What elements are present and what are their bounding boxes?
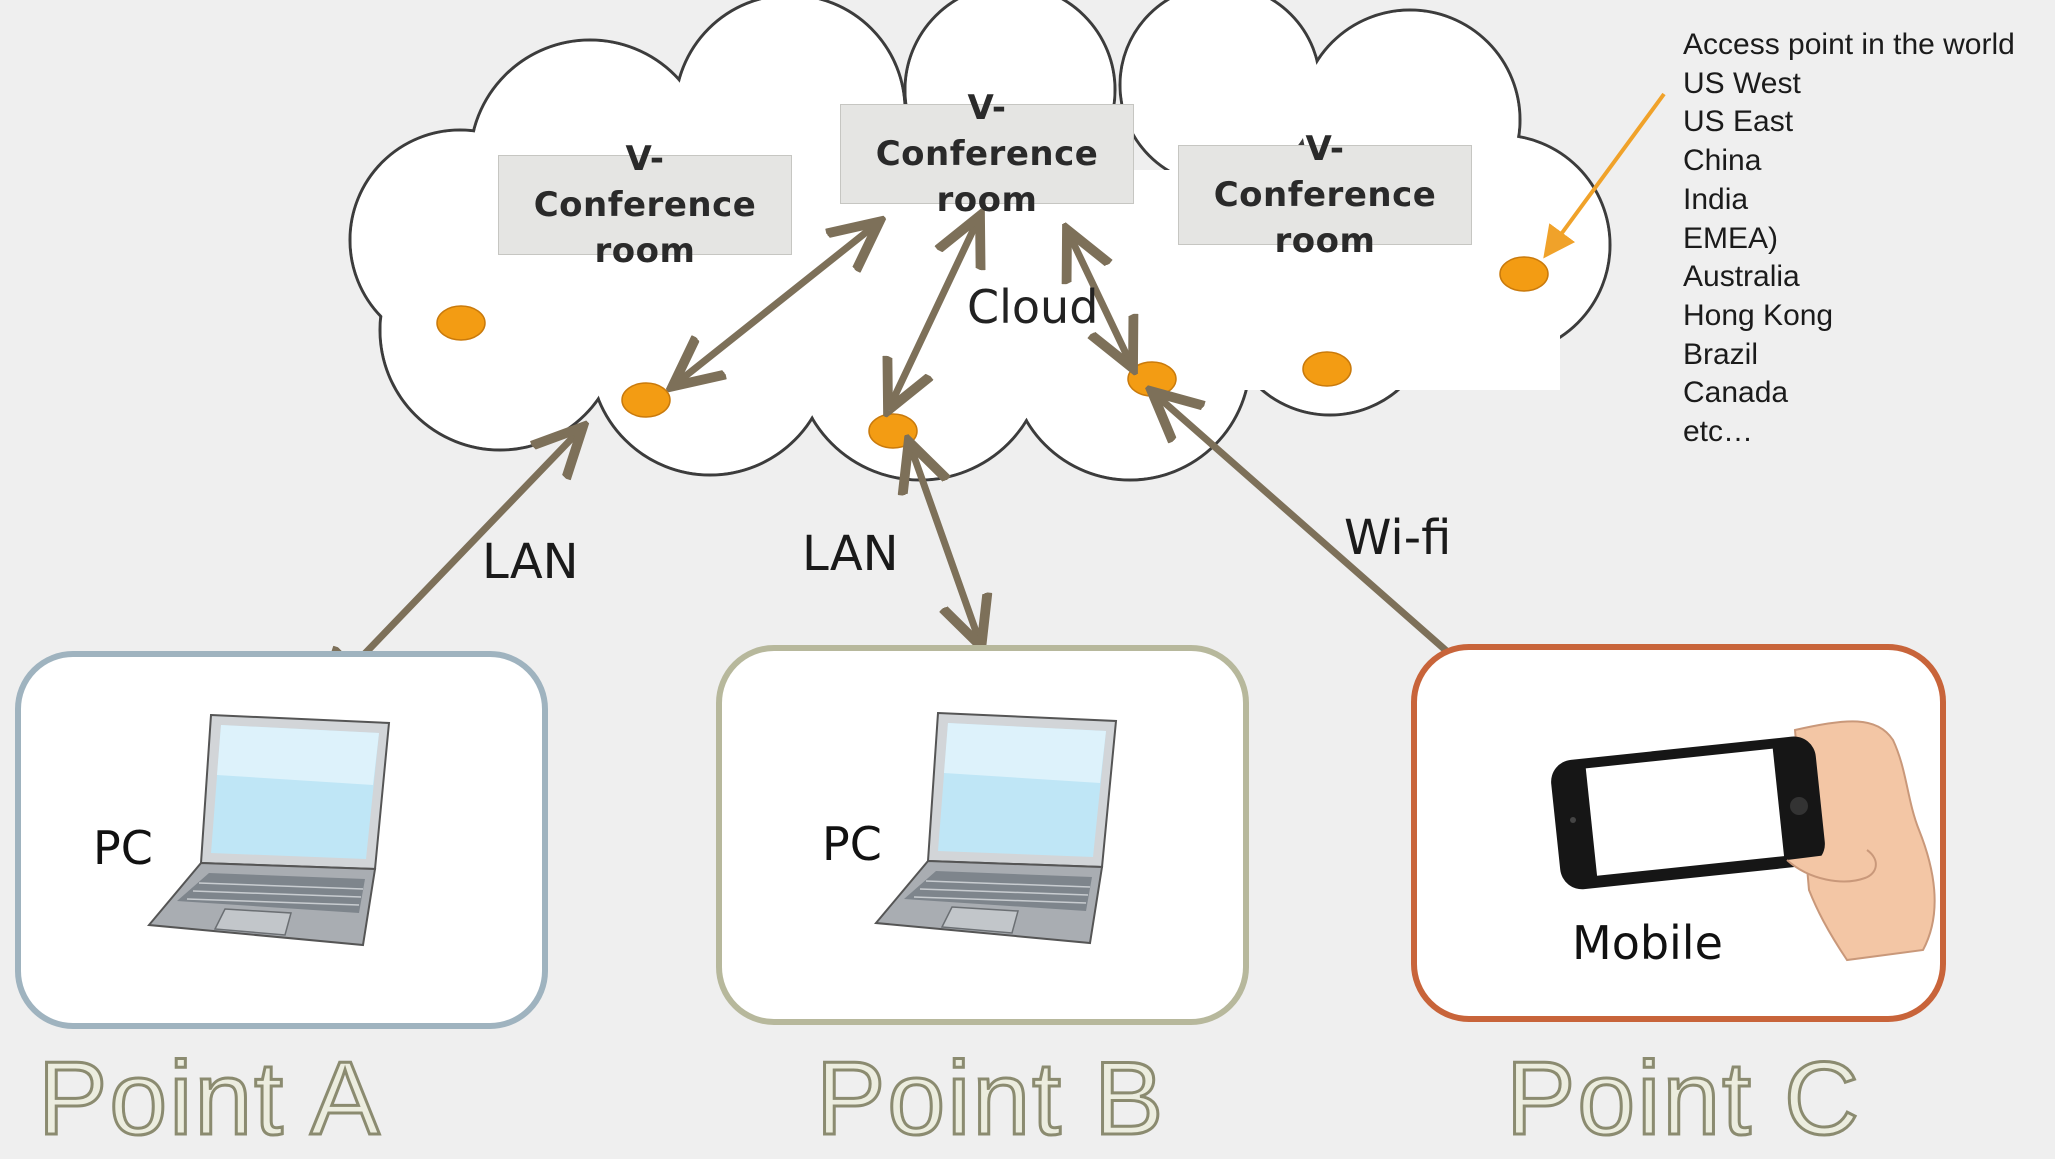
link-label-point-c: Wi-fi xyxy=(1344,510,1452,566)
room-label-line3: room xyxy=(1274,221,1376,261)
v-conference-room: V- Conference room xyxy=(840,88,1134,220)
device-label: PC xyxy=(822,817,882,871)
point-c-title: Point C xyxy=(1504,1040,1862,1159)
access-point-dot xyxy=(621,382,671,418)
access-point-item: China xyxy=(1683,144,1762,178)
point-a-box: PC xyxy=(15,651,548,1029)
access-point-dots xyxy=(436,256,1549,449)
room-label-line3: room xyxy=(936,180,1038,220)
point-a-lan-arrow xyxy=(326,432,578,694)
room1-to-dot-arrow xyxy=(678,226,874,382)
access-point-dot xyxy=(868,413,918,449)
access-point-item: India xyxy=(1683,182,1749,216)
v-conference-room: V- Conference room xyxy=(1178,129,1472,261)
point-c-box: Mobile xyxy=(1411,644,1946,1022)
laptop-icon xyxy=(874,711,1118,945)
room-label-line1: V- xyxy=(625,139,665,179)
access-point-item: US West xyxy=(1683,66,1801,100)
room-label-line2: Conference xyxy=(533,185,757,225)
access-point-item: Brazil xyxy=(1683,337,1759,371)
access-point-dot xyxy=(1302,351,1352,387)
cloud-label: Cloud xyxy=(967,280,1099,334)
room-label-line1: V- xyxy=(1305,129,1345,169)
room2-to-dot-arrow xyxy=(891,222,977,404)
access-point-item: etc… xyxy=(1683,415,1754,449)
access-point-item: Hong Kong xyxy=(1683,298,1834,332)
point-a-title: Point A xyxy=(37,1040,382,1159)
access-point-item: Australia xyxy=(1683,260,1800,294)
device-label: PC xyxy=(93,821,153,875)
access-point-pointer-arrow xyxy=(1543,92,1666,259)
access-point-list: Access point in the world US West US Eas… xyxy=(1683,26,2015,452)
room-label-line2: Conference xyxy=(875,134,1099,174)
access-point-item: US East xyxy=(1683,105,1794,139)
access-point-dot xyxy=(1127,361,1177,397)
access-point-dot xyxy=(436,305,486,341)
link-label-point-a: LAN xyxy=(482,534,579,590)
smartphone-in-hand-icon xyxy=(1551,720,1936,962)
room-label-line3: room xyxy=(594,231,696,271)
access-point-dot xyxy=(1499,256,1549,292)
point-b-title: Point B xyxy=(814,1040,1166,1159)
device-label: Mobile xyxy=(1572,916,1723,970)
room-label-line1: V- xyxy=(967,88,1007,128)
room-label-line2: Conference xyxy=(1213,175,1437,215)
access-point-item: Canada xyxy=(1683,376,1789,410)
laptop-icon xyxy=(147,713,391,947)
room3-to-dot-arrow xyxy=(1070,236,1130,362)
access-point-item: EMEA) xyxy=(1683,221,1779,255)
v-conference-room: V- Conference room xyxy=(498,139,792,271)
access-point-list-title: Access point in the world xyxy=(1683,28,2015,61)
point-b-box: PC xyxy=(716,645,1249,1025)
point-b-lan-arrow xyxy=(911,448,979,640)
link-label-point-b: LAN xyxy=(802,526,899,582)
